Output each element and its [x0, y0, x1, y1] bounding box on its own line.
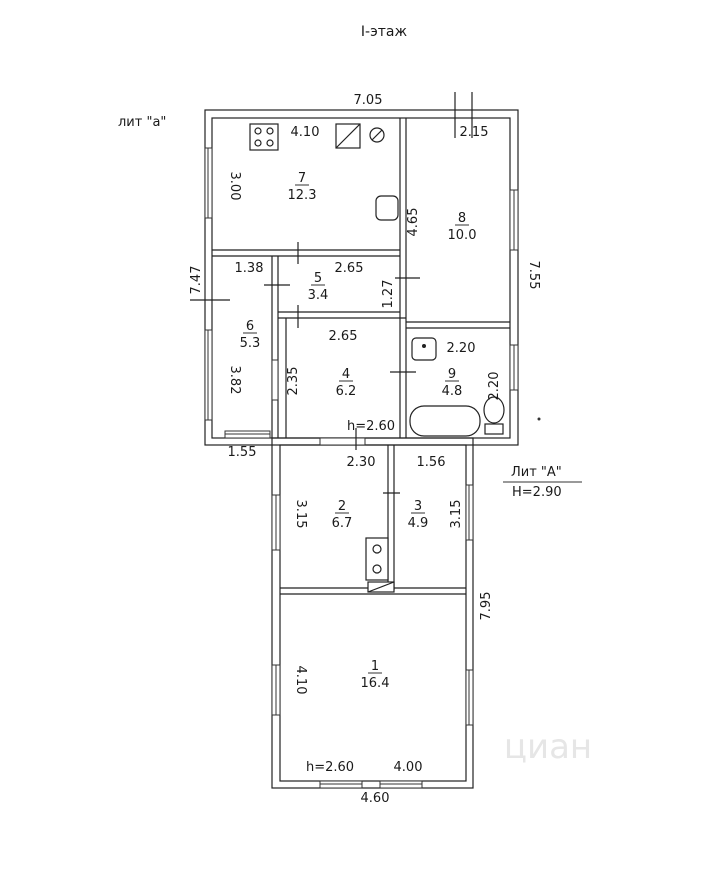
washbasin-icon [411, 337, 437, 361]
dim-label: 3.82 [227, 366, 242, 395]
dim-label: 2.30 [347, 455, 376, 470]
outer-wall-upper [204, 109, 519, 446]
room-area: 5.3 [240, 336, 261, 351]
room-area: 4.9 [408, 516, 429, 531]
room-area: 10.0 [448, 228, 477, 243]
inner-wall-upper [211, 117, 511, 439]
room-label-5: 53.4 [308, 271, 329, 303]
outer-wall-lower [271, 437, 474, 789]
dim-label: 7.95 [479, 592, 494, 621]
dim-label: 4.10 [291, 125, 320, 140]
boiler-icon [335, 123, 361, 149]
dim-label: 2.15 [460, 125, 489, 140]
room-label-7: 712.3 [288, 171, 317, 203]
bathtub-icon [409, 405, 481, 437]
room-number: 4 [342, 367, 350, 382]
dim-label: 1.27 [381, 280, 396, 309]
room-number: 2 [338, 499, 346, 514]
dim-label: 2.35 [286, 367, 301, 396]
room-number: 9 [448, 367, 456, 382]
room-label-1: 116.4 [361, 659, 390, 691]
dim-label: 7.05 [354, 93, 383, 108]
stove-icon [249, 123, 279, 151]
room-number: 3 [414, 499, 422, 514]
dim-label: 2.65 [335, 261, 364, 276]
room-label-6: 65.3 [240, 319, 261, 351]
watermark-text: циан [504, 727, 592, 767]
room-area: 6.7 [332, 516, 353, 531]
gas-stove-icon [365, 537, 395, 593]
meter-icon [369, 127, 385, 143]
room-label-9: 94.8 [442, 367, 463, 399]
windows [204, 147, 519, 789]
dim-label: 7.55 [526, 261, 541, 290]
room1-height: h=2.60 [306, 760, 354, 775]
dim-label: 4.10 [293, 666, 308, 695]
room-area: 12.3 [288, 188, 317, 203]
inner-wall-lower [279, 444, 467, 782]
dim-label: 4.60 [361, 791, 390, 806]
room-number: 7 [298, 171, 306, 186]
dim-label: 4.00 [394, 760, 423, 775]
room-label-4: 46.2 [336, 367, 357, 399]
floor-title: I-этаж [361, 24, 408, 40]
dimension-labels: 7.05 4.10 2.15 3.00 4.65 7.47 1.38 2.65 … [189, 93, 541, 806]
room-number: 6 [246, 319, 254, 334]
dim-label: 1.56 [417, 455, 446, 470]
room-number: 1 [371, 659, 379, 674]
dim-label: 1.38 [235, 261, 264, 276]
dim-label: 3.15 [293, 500, 308, 529]
dim-label: 2.20 [487, 372, 502, 401]
room-area: 6.2 [336, 384, 357, 399]
room-label-8: 810.0 [448, 211, 477, 243]
room-area: 3.4 [308, 288, 329, 303]
room-area: 4.8 [442, 384, 463, 399]
sink-icon [375, 195, 399, 221]
lit-a-label: лит "а" [118, 115, 166, 130]
dim-label: 7.47 [189, 266, 204, 295]
toilet-icon [483, 396, 505, 435]
room-area: 16.4 [361, 676, 390, 691]
lit-A-label: Лит "А" [511, 465, 562, 480]
room-label-3: 34.9 [408, 499, 429, 531]
dim-label: 2.65 [329, 329, 358, 344]
stray-mark [537, 417, 541, 421]
dim-label: 4.65 [406, 208, 421, 237]
dim-label: 3.15 [449, 500, 464, 529]
room4-height: h=2.60 [347, 419, 395, 434]
room-number: 5 [314, 271, 322, 286]
dim-label: 2.20 [447, 341, 476, 356]
dim-label: 3.00 [227, 172, 242, 201]
door-marks [190, 92, 473, 494]
room-label-2: 26.7 [332, 499, 353, 531]
height-label: Н=2.90 [512, 485, 562, 500]
room-number: 8 [458, 211, 466, 226]
dim-label: 1.55 [228, 445, 257, 460]
